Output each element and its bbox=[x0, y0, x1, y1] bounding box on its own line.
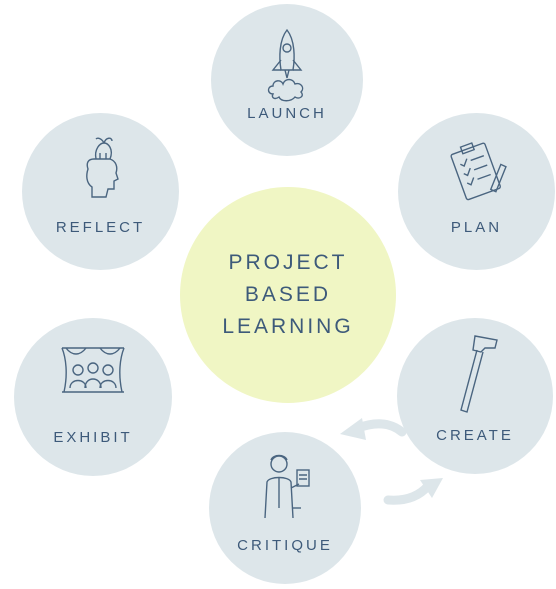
center-line-3: LEARNING bbox=[222, 315, 354, 338]
exhibit-label: EXHIBIT bbox=[53, 429, 133, 446]
launch-label: LAUNCH bbox=[247, 105, 327, 122]
center-line-1: PROJECT bbox=[228, 251, 348, 274]
stage-plan: PLAN bbox=[398, 113, 555, 270]
stage-launch: LAUNCH bbox=[211, 4, 363, 156]
stage-create: CREATE bbox=[397, 318, 553, 474]
rocket-icon bbox=[267, 28, 304, 102]
clipboard-checklist-icon bbox=[449, 142, 507, 201]
reflect-label: REFLECT bbox=[55, 219, 146, 236]
stage-critique: CRITIQUE bbox=[209, 432, 361, 584]
stage-reflect: REFLECT bbox=[22, 113, 179, 270]
arrow-critique-to-create bbox=[383, 481, 433, 505]
arrow-create-to-exhibit bbox=[353, 419, 407, 437]
arrow-critique-to-create-head bbox=[420, 478, 443, 498]
arrow-create-to-exhibit-head bbox=[340, 418, 366, 440]
center-line-2: BASED bbox=[244, 283, 332, 306]
audience-stage-icon bbox=[61, 347, 125, 393]
head-lightbulb-icon bbox=[85, 137, 119, 198]
presenter-icon bbox=[264, 454, 310, 519]
plan-label: PLAN bbox=[450, 219, 503, 236]
critique-label: CRITIQUE bbox=[237, 537, 333, 554]
hammer-icon bbox=[460, 335, 498, 413]
create-label: CREATE bbox=[436, 427, 514, 444]
project-based-learning-center: PROJECT BASED LEARNING bbox=[180, 187, 396, 403]
stage-exhibit: EXHIBIT bbox=[14, 318, 172, 476]
